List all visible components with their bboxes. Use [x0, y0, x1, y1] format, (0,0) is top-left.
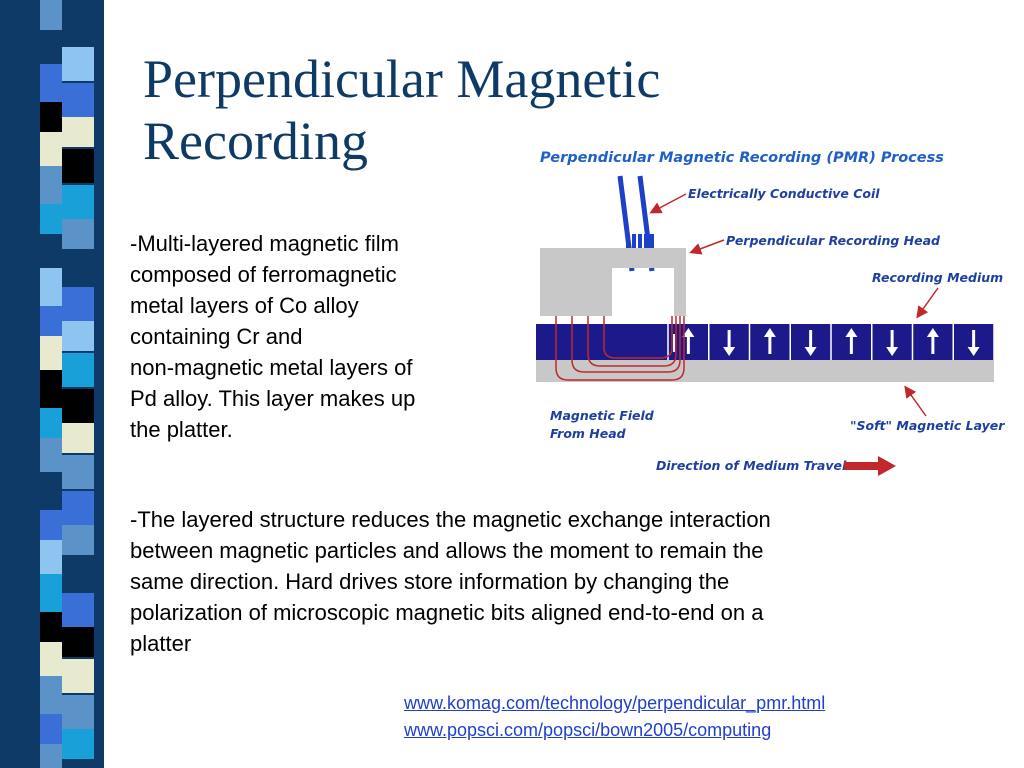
head-pointer-arrow — [689, 239, 725, 255]
medium-pointer-arrow — [916, 287, 939, 319]
magnetic-field-lines — [555, 316, 685, 381]
side-bar-block — [62, 219, 94, 249]
side-bar-block — [40, 0, 62, 30]
side-bar-block — [40, 438, 62, 472]
head-label: Perpendicular Recording Head — [726, 233, 941, 248]
side-bar-block — [62, 83, 94, 121]
side-bar-block — [62, 117, 94, 147]
field-label-line2: From Head — [550, 426, 627, 441]
side-bar-block — [40, 574, 62, 612]
side-bar-block — [62, 695, 94, 733]
diagram-title: Perpendicular Magnetic Recording (PMR) P… — [540, 150, 944, 166]
soft-magnetic-layer — [536, 360, 994, 382]
side-bar-block — [40, 336, 62, 370]
side-bar-block — [62, 423, 94, 453]
side-bar-block — [40, 268, 62, 306]
side-bar-block — [62, 149, 94, 183]
side-bar-block — [40, 306, 62, 336]
reference-link-komag[interactable]: www.komag.com/technology/perpendicular_p… — [404, 693, 826, 713]
side-bar-block — [40, 64, 62, 102]
side-bar-block — [40, 408, 62, 438]
side-bar-block — [40, 234, 62, 268]
side-bar-block — [62, 525, 94, 555]
side-bar-block — [40, 166, 62, 204]
recording-medium — [536, 324, 994, 360]
side-bar-block — [62, 761, 94, 768]
side-bar-block — [62, 593, 94, 631]
bit-arrowhead-up — [763, 328, 776, 337]
bit-arrowhead-up — [845, 328, 858, 337]
side-bar-block — [40, 370, 62, 408]
side-bar-block — [40, 642, 62, 676]
side-bar-block — [62, 185, 94, 223]
side-bar-block — [62, 251, 94, 285]
coil-pointer-arrow — [649, 193, 687, 214]
soft-layer-label: "Soft" Magnetic Layer — [850, 418, 1005, 433]
travel-direction-arrow — [844, 456, 896, 476]
medium-label: Recording Medium — [872, 270, 1003, 285]
side-bar-block — [40, 132, 62, 166]
bit-arrowhead-up — [926, 328, 939, 337]
side-bar-block — [62, 659, 94, 693]
side-bar-block — [40, 30, 62, 64]
decorative-side-bar — [0, 0, 120, 768]
bullet-layered-structure: -The layered structure reduces the magne… — [130, 507, 771, 656]
side-bar-block — [62, 455, 94, 489]
side-bar-block — [40, 676, 62, 714]
side-bar-block — [40, 540, 62, 574]
bit-arrowhead-down — [967, 347, 980, 356]
bullet-multilayer-film: -Multi-layered magnetic film composed of… — [130, 231, 416, 442]
side-bar-block — [62, 353, 94, 387]
side-bar-block — [40, 744, 62, 768]
side-bar-block — [40, 204, 62, 234]
side-bar-block — [62, 321, 94, 351]
bit-arrowhead-down — [886, 347, 899, 356]
pmr-diagram: Perpendicular Magnetic Recording (PMR) P… — [528, 136, 1018, 486]
side-bar-block — [62, 627, 94, 657]
side-bar-block — [62, 389, 94, 427]
recording-head — [540, 248, 686, 316]
bit-arrowhead-down — [804, 347, 817, 356]
side-bar-block — [62, 287, 94, 325]
bit-arrowhead-up — [682, 328, 695, 337]
soft-layer-pointer-arrow — [904, 385, 927, 417]
side-bar-block — [62, 491, 94, 529]
side-bar-block — [62, 729, 94, 759]
side-bar-block — [40, 102, 62, 132]
slide-title: Perpendicular Magnetic Recording — [143, 49, 661, 171]
bit-arrowhead-down — [723, 347, 736, 356]
travel-label: Direction of Medium Travel — [656, 458, 847, 473]
side-bar-block — [62, 47, 94, 81]
reference-link-popsci[interactable]: www.popsci.com/popsci/bown2005/computing — [404, 720, 772, 740]
side-bar-block — [40, 510, 62, 540]
side-bar-block — [62, 557, 94, 591]
side-bar-block — [40, 714, 62, 744]
coil-label: Electrically Conductive Coil — [688, 186, 880, 201]
references: www.komag.com/technology/perpendicular_p… — [404, 690, 825, 744]
field-label-line1: Magnetic Field — [550, 408, 655, 423]
side-bar-block — [62, 15, 94, 45]
side-bar-block — [40, 472, 62, 510]
side-bar-block — [40, 612, 62, 642]
